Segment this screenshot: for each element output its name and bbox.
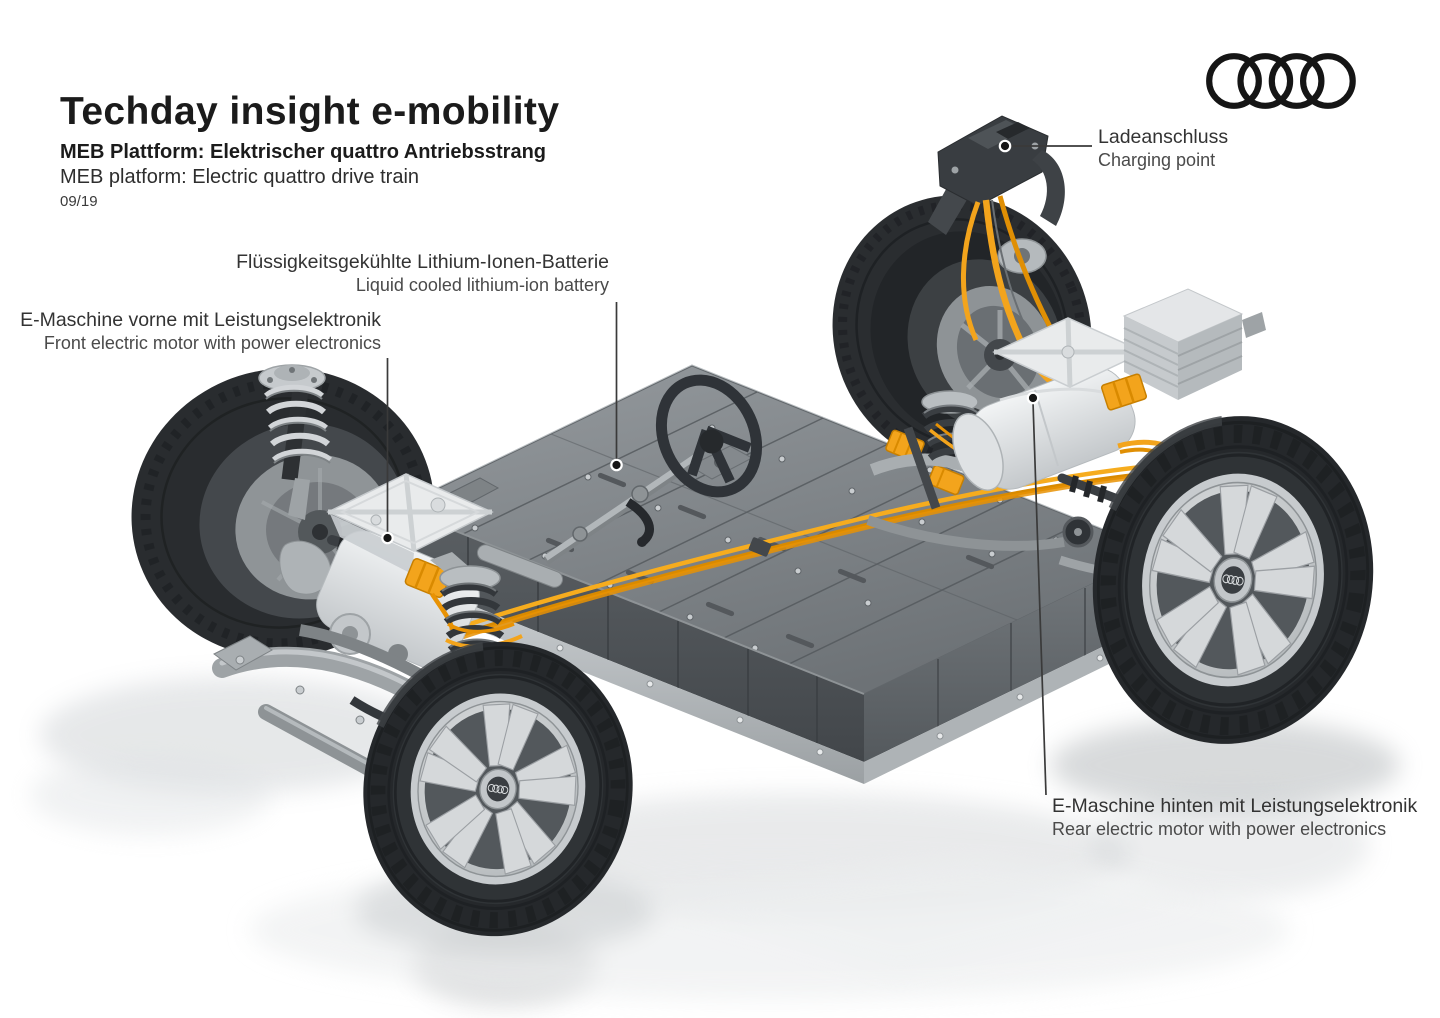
steering-assembly bbox=[476, 374, 763, 588]
callout-battery: Flüssigkeitsgekühlte Lithium-Ionen-Batte… bbox=[236, 251, 609, 296]
leader-dot-battery bbox=[610, 458, 623, 472]
subtitle-en: MEB platform: Electric quattro drive tra… bbox=[60, 165, 420, 188]
subtitle-de: MEB Plattform: Elektrischer quattro Antr… bbox=[60, 140, 547, 163]
audi-logo bbox=[1206, 50, 1356, 112]
battery-rail-right bbox=[864, 620, 1158, 784]
callout-rear-motor-de: E-Maschine hinten mit Leistungselektroni… bbox=[1052, 795, 1418, 817]
callout-battery-de: Flüssigkeitsgekühlte Lithium-Ionen-Batte… bbox=[236, 251, 609, 273]
leader-dot-rear-motor bbox=[1026, 391, 1040, 405]
callout-front-motor: E-Maschine vorne mit Leistungselektronik… bbox=[20, 309, 381, 354]
steering-wheel bbox=[655, 374, 763, 498]
date-label: 09/19 bbox=[60, 192, 98, 210]
battery-rail-front bbox=[398, 576, 864, 784]
callout-charging-point-en: Charging point bbox=[1098, 149, 1216, 170]
power-electronics bbox=[1122, 288, 1266, 400]
callout-battery-en: Liquid cooled lithium-ion battery bbox=[355, 274, 609, 295]
leader-dot-charging-point bbox=[998, 139, 1012, 153]
rear-motor bbox=[952, 317, 1146, 491]
leader-lines bbox=[386, 145, 1092, 796]
callout-rear-motor-en: Rear electric motor with power electroni… bbox=[1052, 818, 1387, 839]
callout-charging-point: Ladeanschluss Charging point bbox=[1098, 126, 1228, 171]
leader-dots bbox=[381, 139, 1040, 545]
callout-front-motor-en: Front electric motor with power electron… bbox=[43, 332, 381, 353]
callout-charging-point-de: Ladeanschluss bbox=[1098, 126, 1229, 148]
front-left-strut bbox=[258, 364, 333, 520]
rear-hv-connector bbox=[1100, 373, 1148, 411]
rear-drive-unit bbox=[866, 288, 1266, 580]
page-title: Techday insight e-mobility bbox=[60, 90, 560, 133]
leader-dot-front-motor bbox=[381, 531, 394, 545]
callout-front-motor-de: E-Maschine vorne mit Leistungselektronik bbox=[20, 309, 381, 331]
audi-rings-icon bbox=[1206, 53, 1356, 109]
hv-cable-clip-2 bbox=[927, 464, 965, 496]
leader-line-rear-motor bbox=[1032, 401, 1047, 796]
header: Techday insight e-mobility MEB Plattform… bbox=[60, 90, 560, 210]
callout-rear-motor: E-Maschine hinten mit Leistungselektroni… bbox=[1052, 795, 1417, 840]
